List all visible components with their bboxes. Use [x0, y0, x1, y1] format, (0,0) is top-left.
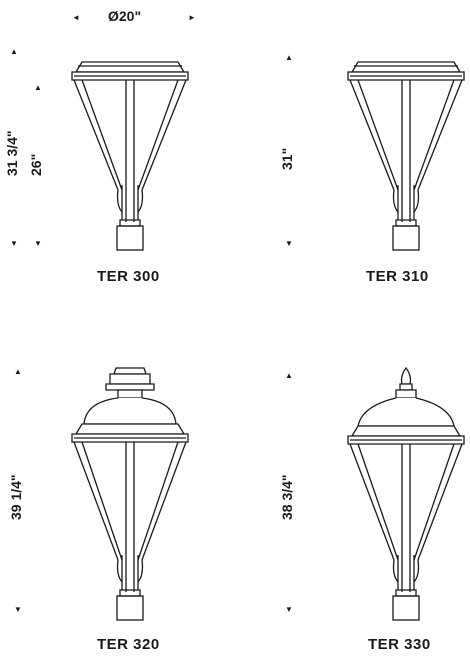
ter330-lamp-drawing: [347, 366, 465, 621]
arrow-down-icon: ▼: [14, 605, 22, 614]
ter320-height-label: 39 1/4": [8, 474, 24, 520]
ter300-lamp-drawing: [71, 61, 189, 251]
arrow-up-icon: ▲: [14, 367, 22, 376]
arrow-down-icon: ▼: [34, 239, 42, 248]
arrow-up-icon: ▲: [34, 83, 42, 92]
arrow-down-icon: ▼: [10, 239, 18, 248]
arrow-down-icon: ▼: [285, 605, 293, 614]
arrow-down-icon: ▼: [285, 239, 293, 248]
ter310-model-label: TER 310: [366, 268, 429, 285]
ter300-model-label: TER 300: [97, 268, 160, 285]
ter330-height-label: 38 3/4": [279, 474, 295, 520]
ter320-model-label: TER 320: [97, 636, 160, 653]
arrow-left-icon: ◄: [72, 13, 80, 22]
arrow-up-icon: ▲: [285, 371, 293, 380]
ter310-lamp-drawing: [347, 61, 465, 251]
ter310-height-label: 31": [279, 147, 295, 170]
ter300-fixture-height-label: 26": [28, 153, 44, 176]
width-dimension-label: Ø20": [108, 8, 142, 24]
ter320-lamp-drawing: [71, 367, 189, 621]
ter330-model-label: TER 330: [368, 636, 431, 653]
arrow-up-icon: ▲: [10, 47, 18, 56]
arrow-up-icon: ▲: [285, 53, 293, 62]
arrow-right-icon: ►: [188, 13, 196, 22]
ter300-total-height-label: 31 3/4": [4, 130, 20, 176]
